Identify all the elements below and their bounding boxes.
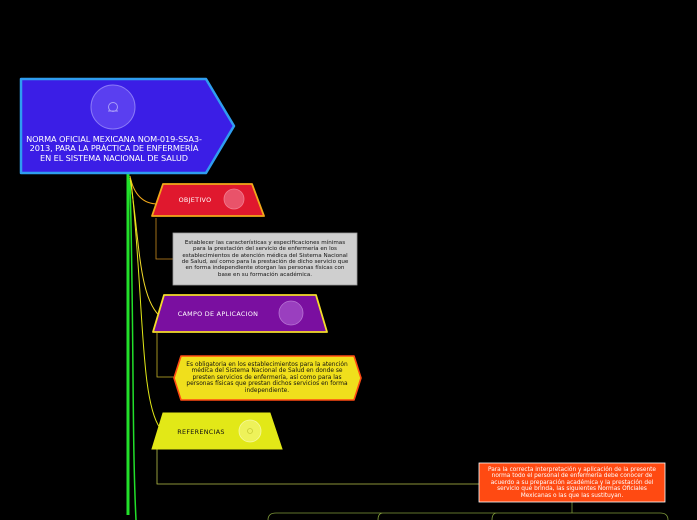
referencias-note: Para la correcta interpretación y aplica…	[488, 466, 656, 499]
root-node[interactable]	[19, 77, 236, 175]
connector-sub-references	[267, 502, 669, 520]
connector-referencias	[130, 179, 161, 429]
objetivo-label: OBJETIVO	[178, 196, 212, 204]
connector-lines	[126, 172, 669, 520]
trunk-connector-secondary	[129, 179, 137, 520]
branch-objetivo[interactable]	[151, 183, 265, 217]
connector-referencias-note	[156, 448, 480, 485]
image-placeholder-icon	[278, 300, 304, 326]
image-placeholder-icon	[90, 84, 136, 130]
connector-objetivo	[129, 175, 159, 205]
connector-campo-note	[156, 333, 174, 378]
branch-referencias[interactable]	[151, 412, 283, 450]
image-placeholder-icon	[223, 188, 245, 210]
campo-de-aplicacion-label: CAMPO DE APLICACION	[177, 310, 259, 318]
branch-campo-de-aplicacion[interactable]	[152, 294, 328, 333]
referencias-label: REFERENCIAS	[177, 428, 225, 436]
connector-objetivo-note	[155, 218, 174, 260]
root-title: NORMA OFICIAL MEXICANA NOM-019-SSA3-2013…	[26, 134, 202, 163]
campo-de-aplicacion-note: Es obligatoria en los establecimientos p…	[186, 361, 348, 394]
referencias-note-box[interactable]	[478, 462, 666, 503]
objetivo-note-box[interactable]	[172, 232, 358, 286]
campo-note-box[interactable]	[173, 355, 362, 401]
objetivo-note: Establecer las características y especif…	[181, 239, 349, 278]
image-placeholder-icon	[238, 419, 262, 443]
